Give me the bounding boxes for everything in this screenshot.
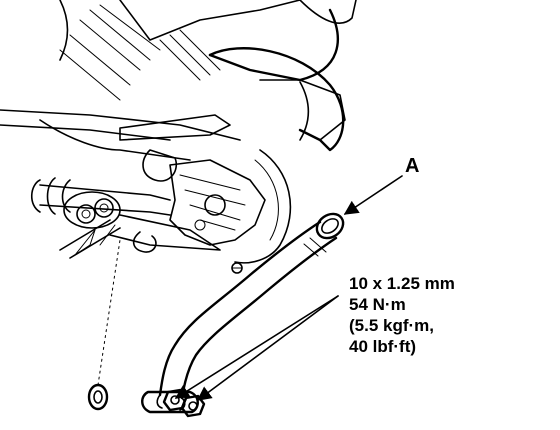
flange-nut-2: [180, 394, 206, 418]
torque-spec-line-2: 54 N·m: [349, 295, 406, 314]
torque-spec-line-3: (5.5 kgf·m,: [349, 316, 434, 335]
arrow-icon: [343, 175, 403, 215]
arrow-icon: [174, 295, 339, 399]
torque-spec-line-1: 10 x 1.25 mm: [349, 274, 455, 293]
part-label-a: A: [405, 155, 419, 177]
exhaust-pipe-drawing: [87, 212, 345, 418]
arrow-icon: [196, 295, 339, 401]
torque-spec-line-4: 40 lbf·ft): [349, 337, 416, 356]
vehicle-underbody-drawing: [0, 0, 357, 274]
